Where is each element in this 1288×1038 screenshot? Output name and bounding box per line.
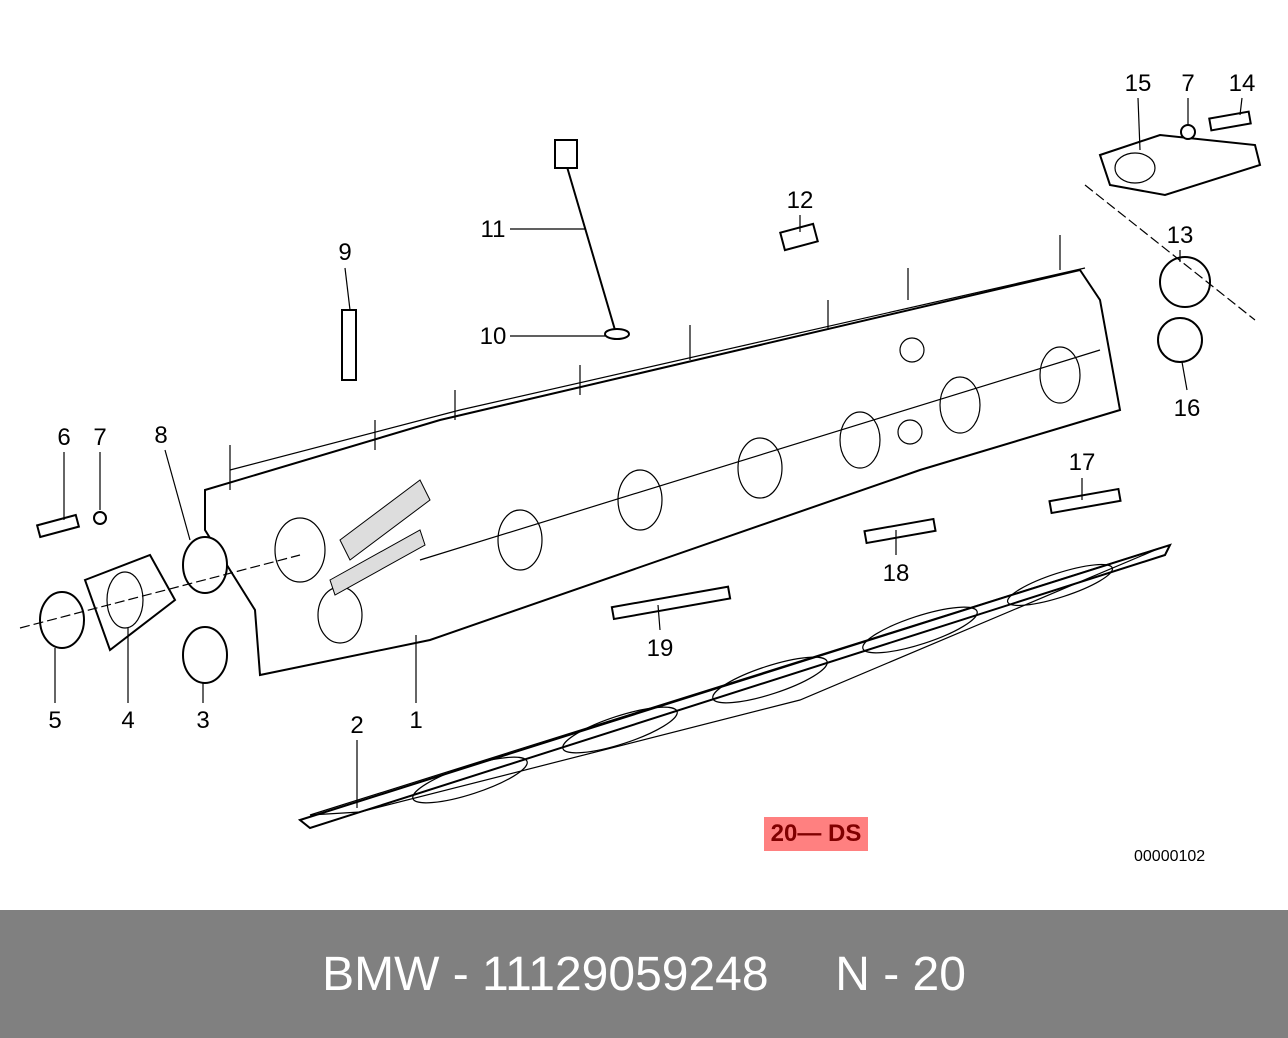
small-parts bbox=[35, 110, 1262, 684]
callout-19: 19 bbox=[647, 635, 674, 662]
callout-labels: 1 2 3 4 5 6 7 8 9 10 11 12 13 14 15 7 16… bbox=[48, 70, 1255, 739]
plug-13 bbox=[1159, 256, 1211, 308]
callout-10: 10 bbox=[480, 323, 507, 350]
gasket-16 bbox=[1157, 317, 1203, 363]
footer-part-number: BMW - 11129059248 N - 20 bbox=[322, 947, 966, 1001]
parts-diagram: 1 2 3 4 5 6 7 8 9 10 11 12 13 14 15 7 16… bbox=[19, 70, 1262, 830]
leader-lines bbox=[19, 97, 1256, 808]
water-neck bbox=[1098, 133, 1262, 197]
callout-16: 16 bbox=[1174, 395, 1201, 422]
washer bbox=[93, 511, 107, 525]
callout-14: 14 bbox=[1229, 70, 1256, 97]
footer-bar: BMW - 11129059248 N - 20 bbox=[0, 910, 1288, 1038]
callout-5: 5 bbox=[48, 707, 61, 734]
stud-17 bbox=[1048, 487, 1122, 515]
callout-12: 12 bbox=[787, 187, 814, 214]
callout-15: 15 bbox=[1125, 70, 1152, 97]
callout-3: 3 bbox=[196, 707, 209, 734]
callout-18: 18 bbox=[883, 560, 910, 587]
stud-18 bbox=[863, 517, 937, 545]
cylinder-head bbox=[204, 235, 1122, 677]
callout-2: 2 bbox=[350, 712, 363, 739]
callout-9: 9 bbox=[338, 239, 351, 266]
long-bolt bbox=[564, 159, 616, 331]
highlighted-part-tag: 20— DS bbox=[764, 817, 868, 851]
cap-nut bbox=[779, 222, 819, 252]
callout-1: 1 bbox=[409, 707, 422, 734]
callout-8: 8 bbox=[154, 422, 167, 449]
stud bbox=[341, 309, 357, 381]
document-number: 00000102 bbox=[1134, 848, 1206, 865]
o-ring bbox=[182, 536, 228, 594]
callout-11: 11 bbox=[481, 216, 506, 243]
callout-17: 17 bbox=[1069, 449, 1096, 476]
callout-7: 7 bbox=[93, 424, 106, 451]
washer-10 bbox=[604, 328, 630, 340]
highlighted-part-label: 20— DS bbox=[770, 820, 862, 847]
callout-7-top: 7 bbox=[1181, 70, 1194, 97]
bolt bbox=[35, 513, 81, 539]
callout-13: 13 bbox=[1167, 222, 1194, 249]
plug bbox=[182, 626, 228, 684]
stud-19 bbox=[610, 585, 732, 621]
callout-6: 6 bbox=[57, 424, 70, 451]
flange bbox=[83, 553, 177, 652]
callout-4: 4 bbox=[121, 707, 134, 734]
cylinder-head-gasket bbox=[297, 543, 1172, 830]
seal-ring bbox=[39, 591, 85, 649]
